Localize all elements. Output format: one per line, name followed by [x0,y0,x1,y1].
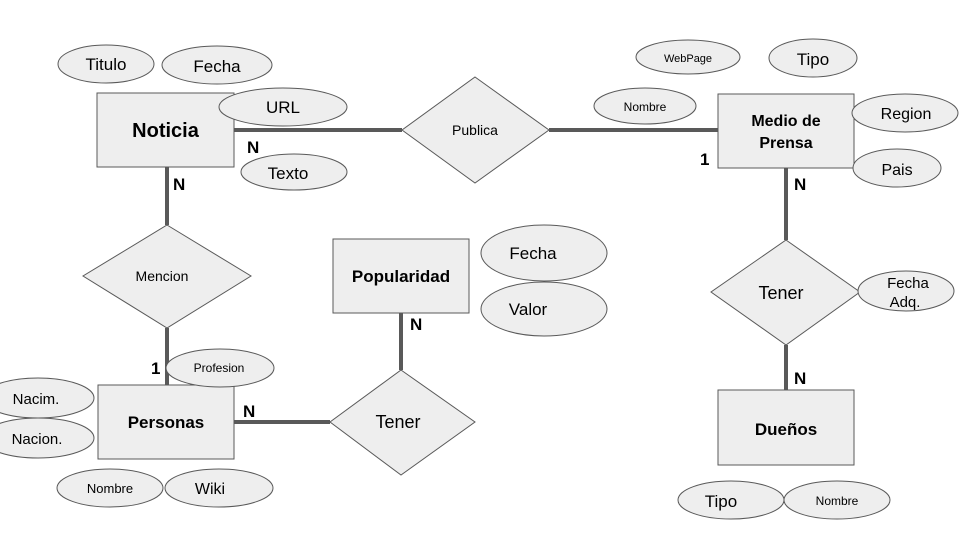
entity-medio-label-line1: Medio de [751,113,820,130]
attribute-medio-tipo: Tipo [768,38,858,78]
cardinality-duenos-tener: N [794,369,806,388]
entity-duenos-label: Dueños [755,420,817,439]
relationship-publica: Publica [401,76,550,184]
attribute-medio-region-label: Region [881,106,932,123]
entity-personas: Personas [97,384,235,460]
relationship-mencion-label: Mencion [136,268,189,284]
attribute-noticia-texto-label: Texto [268,164,309,183]
attribute-popularidad-fecha-label: Fecha [509,244,557,263]
attribute-noticia-texto: Texto [240,153,348,191]
attribute-noticia-url: URL [218,87,348,127]
cardinality-medio-tener: N [794,175,806,194]
attribute-personas-nacion: Nacion. [0,417,95,459]
attribute-noticia-titulo-label: Titulo [86,55,127,74]
attribute-tener-fecha-label-line2: Adq. [890,294,921,311]
entity-popularidad: Popularidad [332,238,470,314]
attribute-medio-webpage: WebPage [635,39,741,75]
attribute-duenos-tipo-label: Tipo [705,492,737,511]
cardinality-personas-tener: N [243,402,255,421]
cardinality-personas-mencion: 1 [151,359,160,378]
entity-duenos: Dueños [717,389,855,466]
cardinality-noticia-publica: N [247,138,259,157]
attribute-personas-nacion-label: Nacion. [12,431,63,448]
connectors [165,128,788,424]
attribute-personas-wiki-label: Wiki [195,481,225,498]
entity-medio-label-line2: Prensa [759,135,812,152]
attribute-duenos-nombre-label: Nombre [816,494,859,508]
attribute-personas-nombre-label: Nombre [87,481,133,496]
attribute-medio-nombre-label: Nombre [624,100,667,114]
attribute-personas-nombre: Nombre [56,468,164,508]
attribute-noticia-titulo: Titulo [57,44,155,84]
attribute-personas-profesion-label: Profesion [194,361,245,375]
entity-popularidad-label: Popularidad [352,267,450,286]
attribute-medio-tipo-label: Tipo [797,50,829,69]
cardinality-noticia-mencion: N [173,175,185,194]
attribute-personas-nacim-label: Nacim. [13,391,60,408]
cardinalities: N 1 N 1 N N N N [151,138,806,421]
attribute-tener-fecha-adq: Fecha Adq. [857,270,955,312]
relationship-mencion: Mencion [82,224,252,329]
cardinality-popularidad-tener: N [410,315,422,334]
entity-noticia: Noticia [96,92,235,168]
relationship-tener-popularidad: Tener [329,369,476,476]
attribute-duenos-tipo: Tipo [677,480,785,520]
attribute-personas-nacim: Nacim. [0,377,95,419]
entity-personas-label: Personas [128,413,205,432]
attribute-personas-wiki: Wiki [164,468,274,508]
relationship-tener-popularidad-label: Tener [375,412,420,432]
attribute-tener-fecha-label-line1: Fecha [887,275,929,292]
attribute-noticia-fecha: Fecha [161,45,273,85]
attribute-medio-pais: Pais [852,148,942,188]
attribute-medio-webpage-label: WebPage [664,53,712,65]
attribute-noticia-url-label: URL [266,98,300,117]
cardinality-medio-publica: 1 [700,150,709,169]
entity-medio-de-prensa: Medio de Prensa [717,93,855,169]
attribute-noticia-fecha-label: Fecha [193,57,241,76]
attribute-personas-profesion: Profesion [165,348,275,388]
attribute-popularidad-valor-label: Valor [509,300,548,319]
attribute-medio-pais-label: Pais [881,162,912,179]
attribute-popularidad-fecha: Fecha [480,224,608,282]
entity-noticia-label: Noticia [132,120,200,142]
relationship-publica-label: Publica [452,122,498,138]
attribute-medio-nombre: Nombre [593,87,697,125]
attribute-medio-region: Region [851,93,959,133]
relationship-tener-duenos-label: Tener [758,283,803,303]
attribute-popularidad-valor: Valor [480,281,608,337]
relationship-tener-duenos: Tener [710,239,861,346]
attribute-duenos-nombre: Nombre [783,480,891,520]
